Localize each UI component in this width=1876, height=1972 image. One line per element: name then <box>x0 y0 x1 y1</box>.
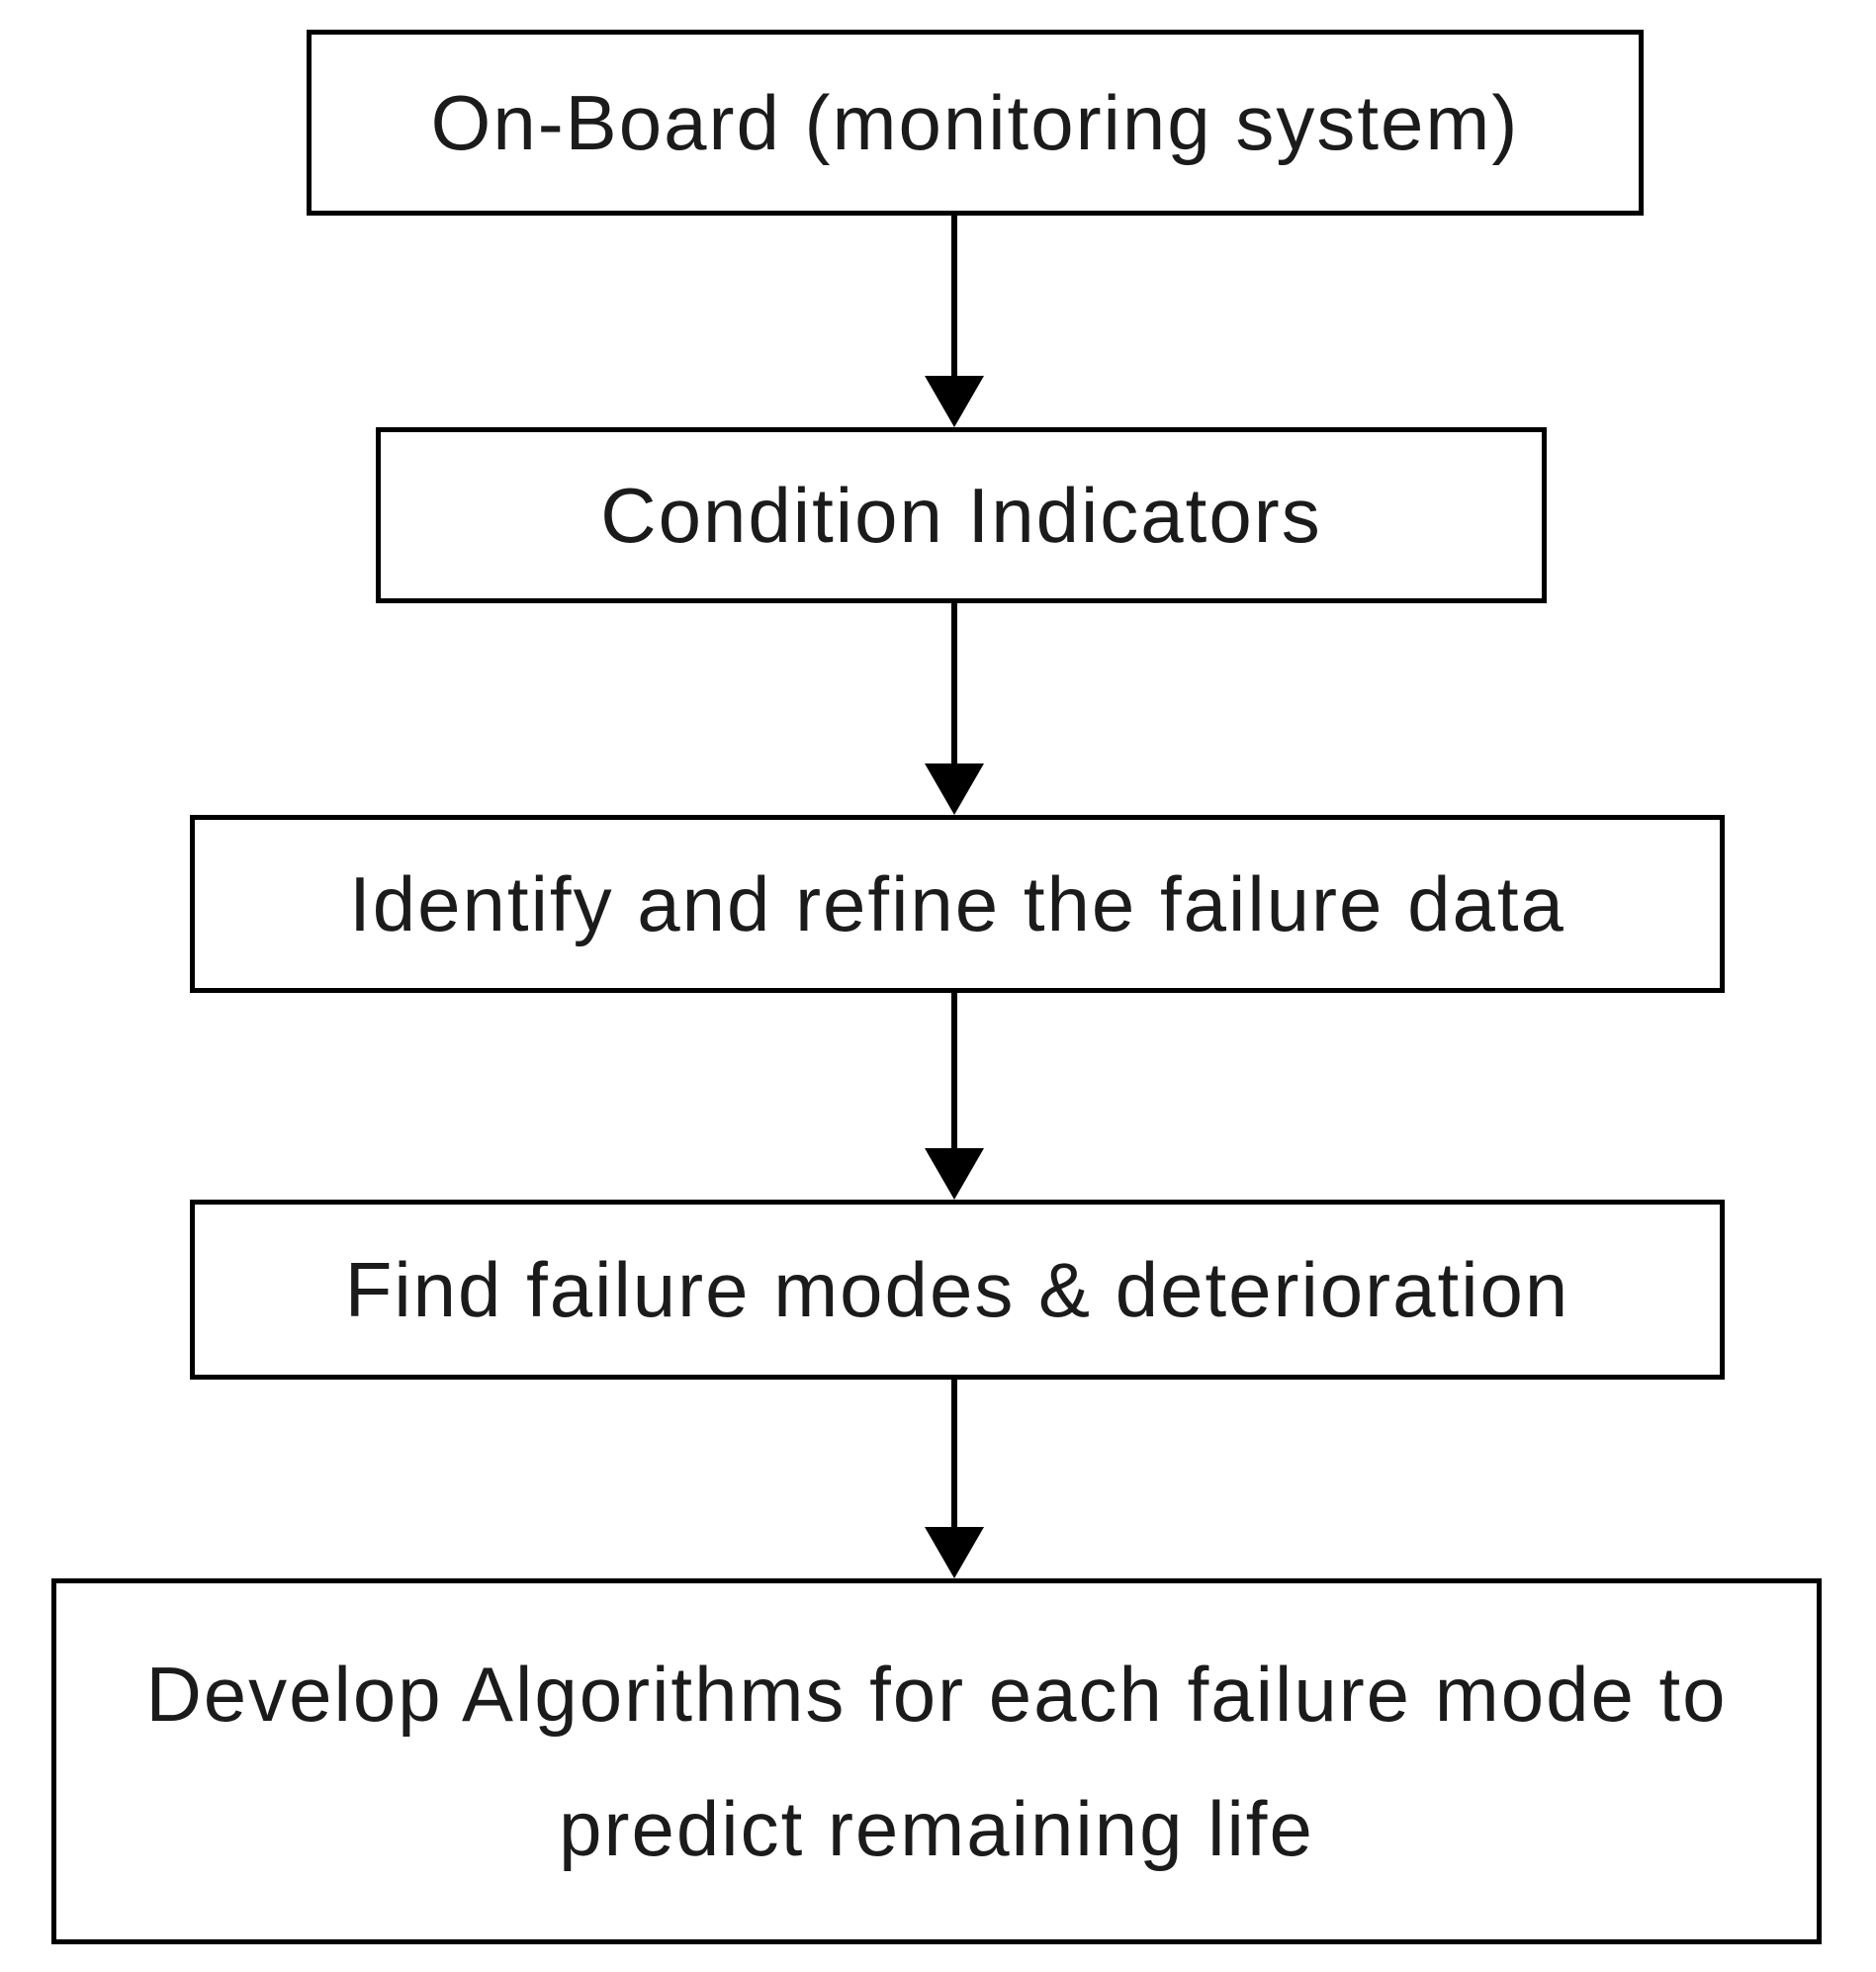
arrow-line <box>951 216 957 378</box>
flow-box-identify-refine-failure-data: Identify and refine the failure data <box>190 815 1725 993</box>
down-arrow-icon <box>925 1527 984 1578</box>
down-arrow-icon <box>925 1148 984 1200</box>
flow-arrow-3 <box>925 993 984 1200</box>
flow-arrow-4 <box>925 1380 984 1578</box>
flow-box-condition-indicators: Condition Indicators <box>376 427 1547 603</box>
flow-box-label: Find failure modes & deterioration <box>344 1245 1570 1333</box>
flow-box-develop-algorithms: Develop Algorithms for each failure mode… <box>51 1578 1822 1944</box>
flow-box-label: Condition Indicators <box>600 471 1322 559</box>
flow-box-find-failure-modes: Find failure modes & deterioration <box>190 1200 1725 1380</box>
flow-box-label: On-Board (monitoring system) <box>430 78 1520 166</box>
arrow-line <box>951 1380 957 1529</box>
flow-box-label: Identify and refine the failure data <box>349 859 1565 947</box>
flow-arrow-2 <box>925 603 984 815</box>
down-arrow-icon <box>925 376 984 427</box>
flow-box-onboard-monitoring-system: On-Board (monitoring system) <box>307 30 1644 216</box>
flow-arrow-1 <box>925 216 984 427</box>
arrow-line <box>951 993 957 1150</box>
down-arrow-icon <box>925 763 984 815</box>
arrow-line <box>951 603 957 765</box>
flow-box-label: Develop Algorithms for each failure mode… <box>145 1650 1728 1873</box>
